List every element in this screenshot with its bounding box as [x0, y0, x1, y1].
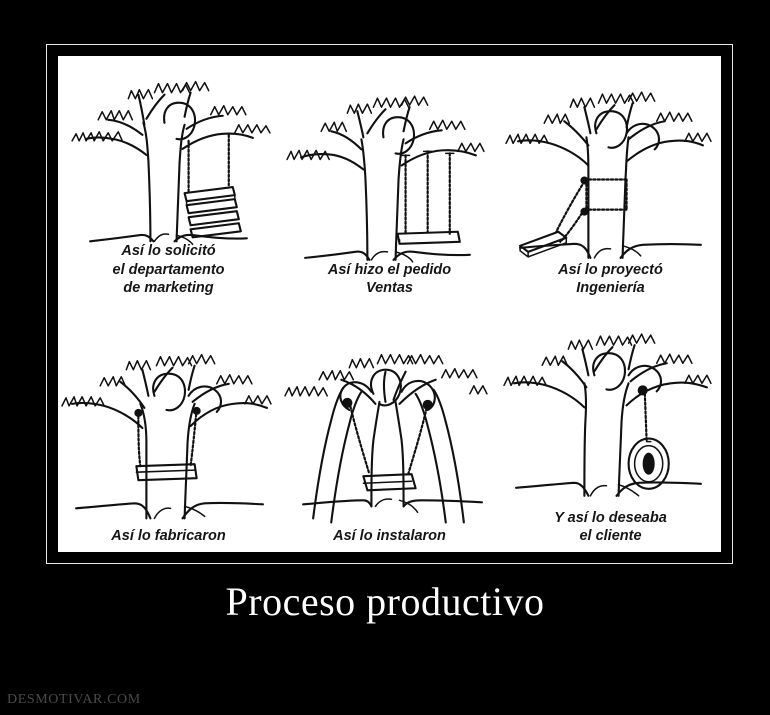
poster-frame: Así lo solicitó el departamento de marke… — [46, 44, 733, 564]
panel-caption: Así lo proyectó Ingeniería — [558, 261, 663, 297]
panel-marketing: Así lo solicitó el departamento de marke… — [58, 56, 279, 304]
poster-image-area: Así lo solicitó el departamento de marke… — [58, 56, 721, 552]
panel-instalacion: Así lo instalaron — [279, 304, 500, 552]
panel-caption: Y así lo deseaba el cliente — [554, 509, 667, 545]
tree-with-tire-swing-illustration — [500, 304, 721, 513]
panel-caption: Así lo fabricaron — [111, 528, 226, 545]
panel-grid: Así lo solicitó el departamento de marke… — [58, 56, 721, 552]
panel-ingenieria: Así lo proyectó Ingeniería — [500, 56, 721, 304]
panel-fabricacion: Así lo fabricaron — [58, 304, 279, 552]
tree-with-seat-around-trunk-illustration — [58, 304, 279, 531]
tree-with-ladder-swing-illustration — [58, 56, 279, 248]
panel-ventas: Así hizo el pedido Ventas — [279, 56, 500, 304]
site-watermark: DESMOTIVAR.COM — [7, 692, 141, 707]
panel-caption: Así hizo el pedido Ventas — [327, 261, 452, 297]
tree-with-swing-against-trunk-illustration — [279, 304, 500, 531]
panel-caption: Así lo solicitó el departamento de marke… — [112, 243, 225, 297]
poster-title: Proceso productivo — [225, 579, 545, 624]
panel-cliente: Y así lo deseaba el cliente — [500, 304, 721, 552]
tree-with-swing-on-ground-illustration — [500, 56, 721, 267]
panel-caption: Así lo instalaron — [333, 528, 446, 545]
tree-with-three-rope-swing-illustration — [279, 56, 500, 267]
